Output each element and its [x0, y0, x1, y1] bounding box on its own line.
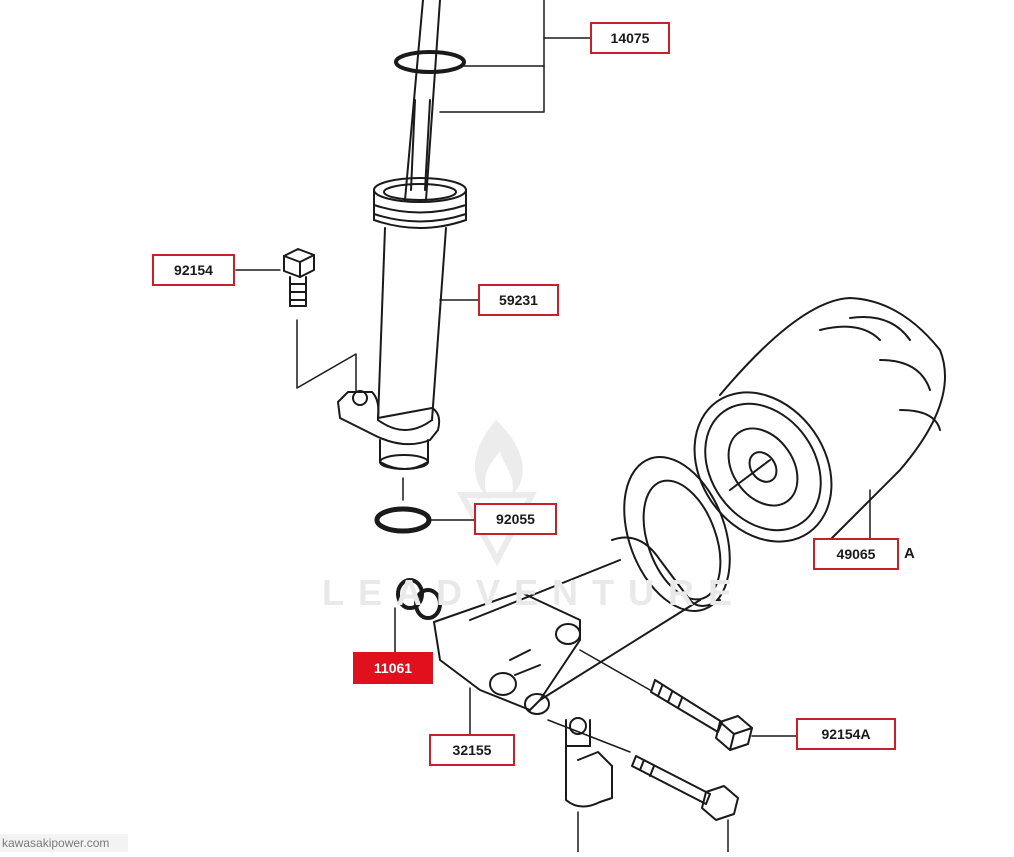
watermark-logo — [456, 420, 538, 567]
callout-59231[interactable]: 59231 — [478, 284, 559, 316]
callout-92055[interactable]: 92055 — [474, 503, 557, 535]
bolt-92154 — [283, 248, 315, 307]
dipstick — [404, 0, 441, 201]
filler-tube — [337, 177, 467, 470]
gasket-92055 — [374, 506, 432, 534]
oil-filter — [693, 297, 946, 543]
callout-49065[interactable]: 49065 — [813, 538, 899, 570]
callout-14075[interactable]: 14075 — [590, 22, 670, 54]
bolt-92154A — [579, 649, 753, 751]
o-rings-11061 — [396, 578, 442, 620]
callout-92154a[interactable]: 92154A — [796, 718, 896, 750]
callout-11061[interactable]: 11061 — [353, 652, 433, 684]
leader-lines — [235, 0, 871, 853]
callout-suffix-a: A — [904, 545, 915, 562]
bolt-lower — [547, 719, 739, 821]
watermark-text: LEADVENTURE — [322, 572, 747, 613]
callout-92154[interactable]: 92154 — [152, 254, 235, 286]
callout-32155[interactable]: 32155 — [429, 734, 515, 766]
bracket-32155 — [433, 591, 581, 715]
oil-pipe — [469, 456, 731, 701]
dipstick-o-ring — [394, 50, 466, 74]
site-credit: kawasakipower.com — [0, 834, 128, 852]
clamp — [565, 717, 613, 808]
